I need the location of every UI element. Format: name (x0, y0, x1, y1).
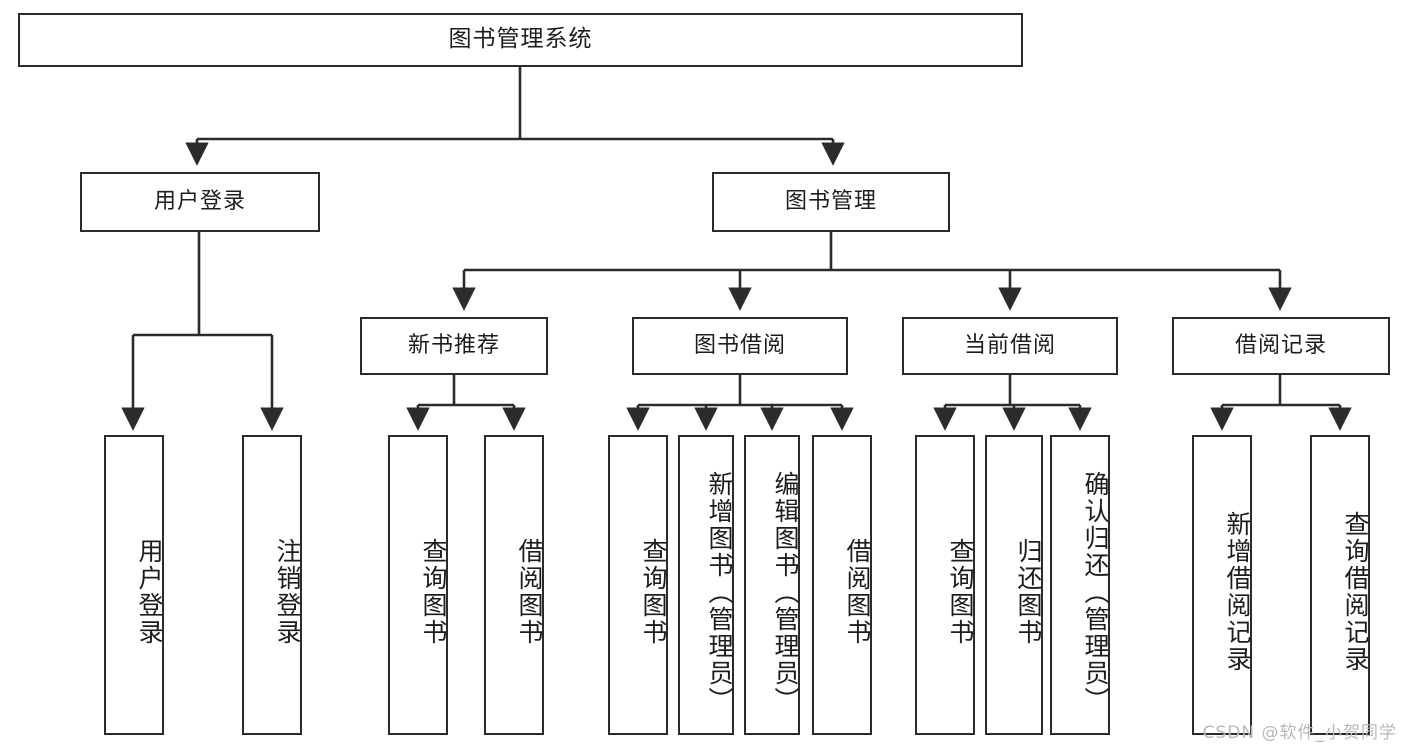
leaf-user-login[interactable]: 用户登录 (104, 435, 164, 735)
leaf-borrow-book-2[interactable]: 借阅图书 (812, 435, 872, 735)
node-label: 查询图书 (946, 538, 975, 646)
node-label: 图书借阅 (693, 332, 786, 358)
leaf-query-book-2[interactable]: 查询图书 (608, 435, 668, 735)
leaf-edit-book[interactable]: 编辑图书（管理员） (744, 435, 800, 735)
node-label: 借阅图书 (843, 538, 872, 646)
node-label: 用户登录 (153, 188, 246, 214)
node-root-book-management-system[interactable]: 图书管理系统 (18, 13, 1023, 67)
node-label: 图书管理 (784, 188, 877, 214)
leaf-query-book-1[interactable]: 查询图书 (388, 435, 448, 735)
leaf-logout[interactable]: 注销登录 (242, 435, 302, 735)
node-label: 新增图书（管理员） (705, 470, 734, 714)
node-label: 归还图书 (1014, 538, 1043, 646)
leaf-add-record[interactable]: 新增借阅记录 (1192, 435, 1252, 735)
leaf-return-book[interactable]: 归还图书 (985, 435, 1043, 735)
node-label: 查询图书 (639, 538, 668, 646)
node-label: 确认归还（管理员） (1081, 470, 1110, 714)
node-book-borrow[interactable]: 图书借阅 (632, 317, 848, 375)
node-label: 查询图书 (419, 538, 448, 646)
csdn-watermark: CSDN @软件_小贺同学 (1202, 723, 1397, 743)
leaf-borrow-book-1[interactable]: 借阅图书 (484, 435, 544, 735)
node-user-login[interactable]: 用户登录 (80, 172, 320, 232)
node-label: 注销登录 (273, 538, 302, 646)
leaf-query-record[interactable]: 查询借阅记录 (1310, 435, 1370, 735)
leaf-add-book[interactable]: 新增图书（管理员） (678, 435, 734, 735)
node-label: 新书推荐 (407, 332, 500, 358)
node-label: 当前借阅 (963, 332, 1056, 358)
node-label: 查询借阅记录 (1341, 511, 1370, 673)
node-label: 用户登录 (135, 538, 164, 646)
node-label: 新增借阅记录 (1223, 511, 1252, 673)
leaf-confirm-return[interactable]: 确认归还（管理员） (1050, 435, 1110, 735)
node-label: 借阅图书 (515, 538, 544, 646)
leaf-query-book-3[interactable]: 查询图书 (915, 435, 975, 735)
node-label: 图书管理系统 (448, 26, 593, 53)
node-current-borrow[interactable]: 当前借阅 (902, 317, 1118, 375)
node-new-book-rec[interactable]: 新书推荐 (360, 317, 548, 375)
node-label: 编辑图书（管理员） (771, 470, 800, 714)
node-borrow-record[interactable]: 借阅记录 (1172, 317, 1390, 375)
node-book-manage[interactable]: 图书管理 (712, 172, 950, 232)
node-label: 借阅记录 (1234, 332, 1327, 358)
